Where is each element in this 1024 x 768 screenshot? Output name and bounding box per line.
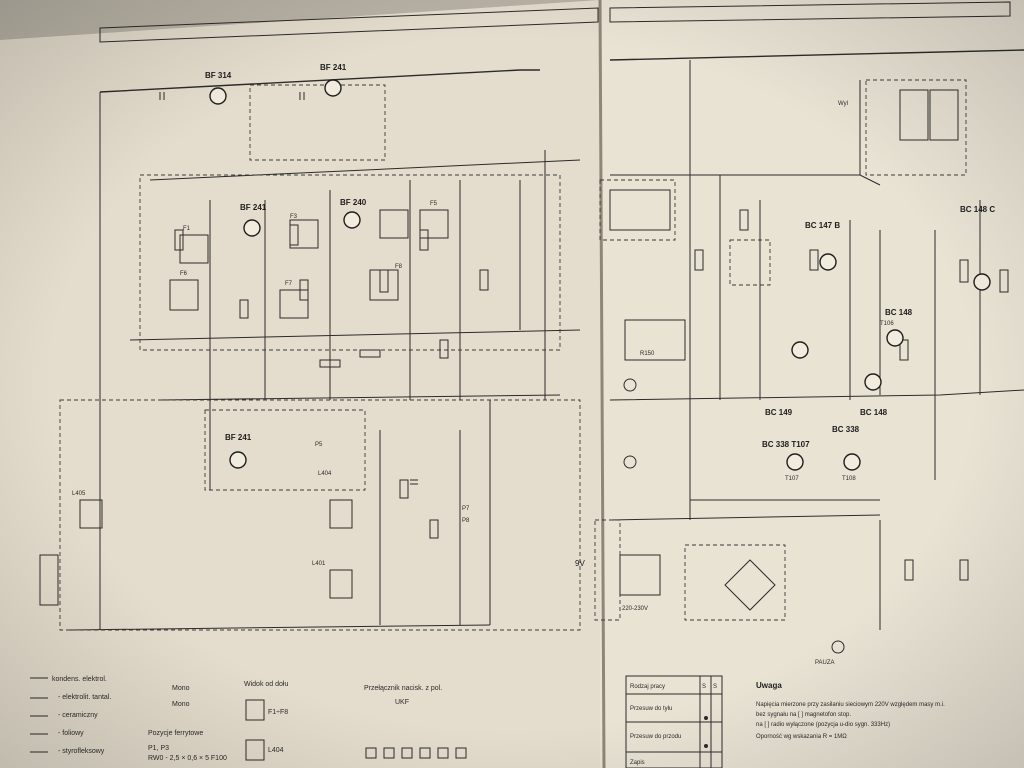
part-wyl: Wyl: [838, 101, 848, 107]
transistor-T104: [243, 219, 261, 237]
legend-p1p3: P1, P3: [148, 745, 169, 752]
part-f3: F3: [290, 214, 298, 220]
note-line-4: Oporność wg wskazania R = 1MΩ: [756, 734, 847, 740]
label-bc149: BC 149: [765, 408, 793, 417]
transistor-bc148c: [973, 273, 991, 291]
transistor-T106: [886, 329, 904, 347]
transistor-bc148: [791, 341, 809, 359]
label-9v: 9V: [575, 559, 585, 568]
transistor-T102: [324, 79, 342, 97]
table-header-s1: S: [702, 684, 706, 690]
right-page: [600, 0, 1024, 768]
legend-bottom-view: Widok od dołu: [244, 681, 288, 688]
label-bc148-a: BC 148: [885, 308, 913, 317]
label-bf240: BF 240: [340, 198, 367, 207]
legend-rw0: RW0 - 2,5 × 0,6 × 5 F100: [148, 755, 227, 762]
transistor-T401: [229, 451, 247, 469]
transistor-T108: [843, 453, 861, 471]
part-pauza: PAUZA: [815, 660, 835, 666]
legend-switch: Przełącznik nacisk. z pol.: [364, 685, 442, 692]
transistor-T105: [343, 211, 361, 229]
transistor-bc147b: [819, 253, 837, 271]
label-bc338-t107: BC 338 T107: [762, 440, 810, 449]
note-line-3: na [ ] radio wyłączone (pozycja u-dio sy…: [756, 722, 890, 728]
part-t106: T106: [880, 321, 894, 327]
part-t107: T107: [785, 476, 799, 482]
label-bf241-c: BF 241: [225, 433, 252, 442]
part-p5: P5: [315, 442, 323, 448]
legend-l404: L404: [268, 747, 284, 754]
part-f1: F1: [183, 226, 191, 232]
legend-item-2: - elektrolit. tantal.: [58, 694, 111, 701]
legend-item-5: - styrofleksowy: [58, 748, 105, 755]
transistor-T103: [864, 373, 882, 391]
part-r150: R150: [640, 351, 655, 357]
left-page: [0, 0, 600, 768]
label-bc147b: BC 147 B: [805, 221, 840, 230]
legend-f1-f8: F1÷F8: [268, 709, 288, 716]
label-bc148c: BC 148 C: [960, 205, 995, 214]
label-bc148-b: BC 148: [860, 408, 888, 417]
part-l404: L404: [318, 471, 332, 477]
part-l405: L405: [72, 491, 86, 497]
part-t108: T108: [842, 476, 856, 482]
note-line-1: Napięcia mierzone przy zasilaniu sieciow…: [756, 702, 945, 708]
legend-ukf: UKF: [395, 699, 409, 706]
legend-item-4: - foliowy: [58, 730, 84, 737]
note-title: Uwaga: [756, 681, 782, 690]
legend-mono-2: Mono: [172, 701, 190, 708]
table-row-forward: Przesuw do przodu: [630, 734, 681, 740]
legend-item-3: - ceramiczny: [58, 712, 98, 719]
legend-item-1: kondens. elektrol.: [52, 676, 107, 683]
label-bc338: BC 338: [832, 425, 860, 434]
label-bf241-b: BF 241: [240, 203, 267, 212]
part-p7: P7: [462, 506, 470, 512]
label-mains: 220-230V: [622, 606, 648, 612]
note-line-2: bez sygnału na [ ] magnetofon stop.: [756, 712, 851, 718]
part-l401: L401: [312, 561, 326, 567]
transistor-T107: [786, 453, 804, 471]
part-f6: F6: [180, 271, 188, 277]
part-p8: P8: [462, 518, 470, 524]
table-header-mode: Rodzaj pracy: [630, 684, 665, 690]
transistor-T101: [209, 87, 227, 105]
legend-ferrite: Pozycje ferrytowe: [148, 730, 203, 737]
table-header-s2: S: [713, 684, 717, 690]
table-row-record: Zapis: [630, 760, 645, 766]
part-f5: F5: [430, 201, 438, 207]
label-bf241-a: BF 241: [320, 63, 347, 72]
part-f8: F8: [395, 264, 403, 270]
label-bf314: BF 314: [205, 71, 232, 80]
legend-mono-1: Mono: [172, 685, 190, 692]
table-row-rewind: Przesuw do tyłu: [630, 706, 672, 712]
part-f7: F7: [285, 281, 293, 287]
